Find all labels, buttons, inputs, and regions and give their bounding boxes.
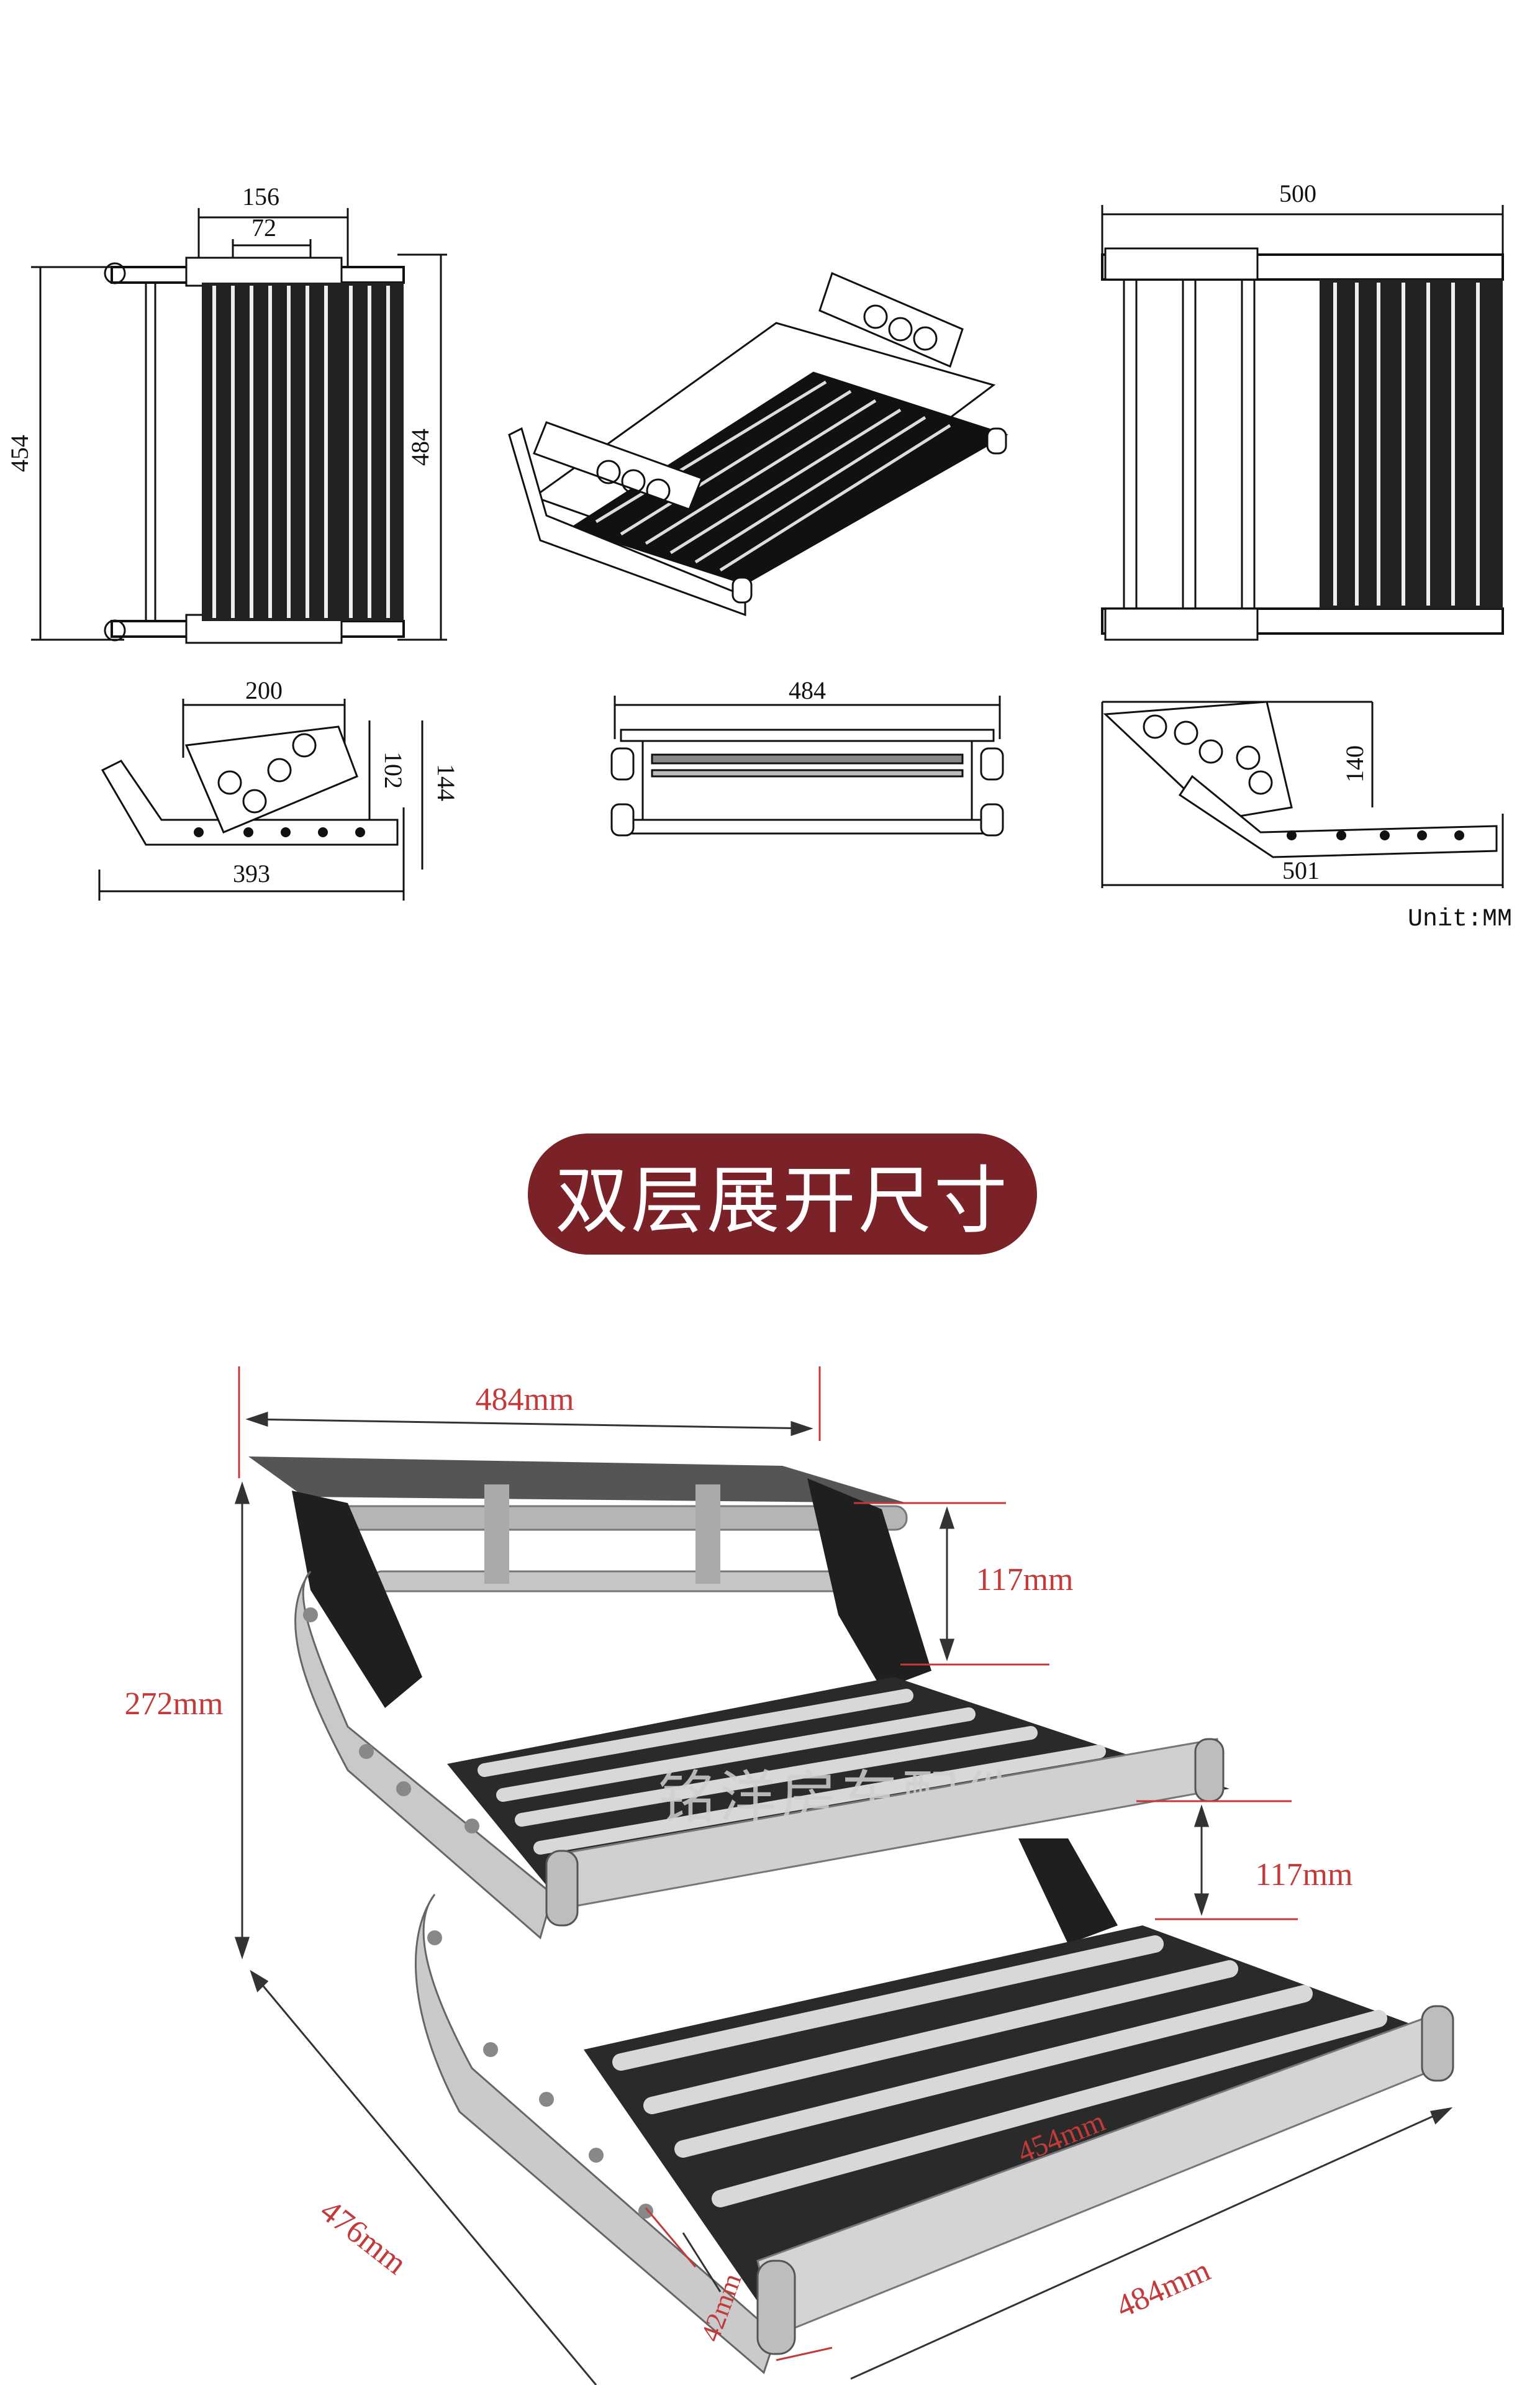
dim-501: 501 [1282, 856, 1320, 884]
photo-dim-rise-upper: 117mm [976, 1562, 1074, 1597]
dim-156: 156 [242, 183, 279, 211]
top-view-right [1101, 205, 1504, 641]
dim-484-front: 484 [789, 676, 826, 704]
section-title: 双层展开尺寸 [555, 1158, 1010, 1243]
dim-72: 72 [251, 214, 276, 242]
photo-dim-total-height: 272mm [125, 1686, 224, 1722]
dim-144: 144 [432, 764, 460, 801]
photo-dim-top-width: 484mm [476, 1382, 574, 1417]
watermark: 铭洋房车配件 [658, 1765, 1024, 1831]
perspective-view [508, 271, 1008, 617]
photo-dim-bottom-width: 484mm [1111, 2253, 1215, 2325]
photo-dim-depth: 476mm [314, 2193, 413, 2282]
photo-dimension-arrows [234, 1411, 1453, 2385]
front-view [610, 696, 1004, 837]
dim-200: 200 [245, 676, 283, 704]
side-view-left [98, 699, 424, 901]
dim-454: 454 [6, 435, 34, 472]
top-view-left [31, 208, 447, 644]
dim-102: 102 [379, 752, 407, 789]
dim-140: 140 [1341, 745, 1369, 783]
dim-500: 500 [1279, 179, 1316, 207]
photo-dim-rise-lower: 117mm [1256, 1857, 1353, 1892]
dim-393: 393 [233, 860, 270, 888]
side-view-right [1101, 701, 1504, 888]
photo-dimension-lines [238, 1366, 1298, 2361]
section-title-badge: 双层展开尺寸 [528, 1133, 1037, 1255]
unit-label: Unit:MM [1408, 906, 1512, 934]
double-step-illustration [248, 1456, 1454, 2374]
dim-484-left: 484 [406, 429, 434, 466]
